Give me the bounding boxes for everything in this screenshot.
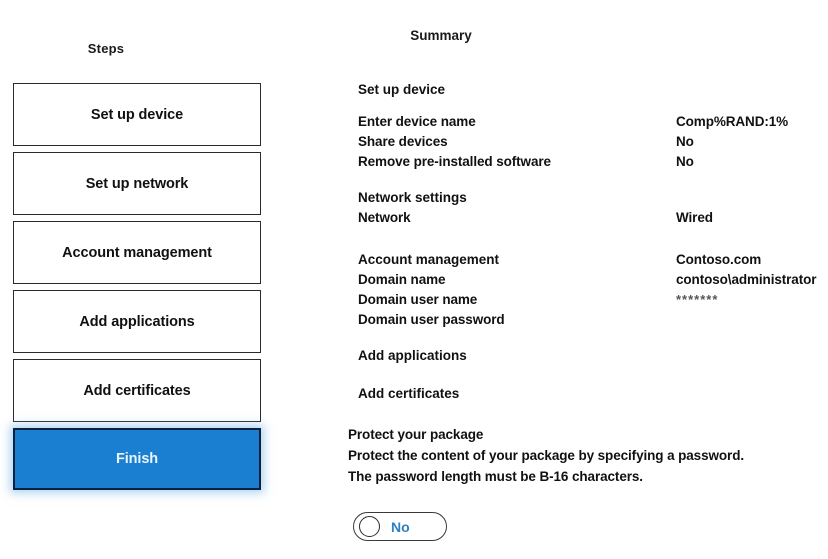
summary-row-label: Domain user name — [358, 292, 478, 307]
summary-row: Remove pre-installed software — [358, 152, 551, 172]
summary-group-heading: Network settings — [358, 188, 467, 208]
step-button-finish[interactable]: Finish — [13, 428, 261, 490]
step-label: Set up device — [90, 106, 184, 123]
summary-row-value: contoso\administrator — [676, 272, 817, 287]
summary-row-label: Share devices — [358, 134, 448, 149]
summary-row: Domain user name — [358, 290, 505, 310]
summary-group-title: Set up device — [358, 82, 446, 97]
summary-row-value-masked-password: ******* — [676, 292, 719, 307]
step-button-set-up-device[interactable]: Set up device — [13, 83, 261, 146]
summary-group-heading: Add applications — [358, 346, 467, 366]
summary-group-title: Add applications — [358, 348, 467, 363]
spacer — [358, 100, 551, 112]
summary-values-column: Contoso.com contoso\administrator ******… — [676, 250, 817, 310]
summary-row: Network — [358, 208, 467, 228]
protect-package-description-line-1: Protect the content of your package by s… — [348, 448, 744, 463]
summary-group-title: Add certificates — [358, 386, 460, 401]
toggle-knob-icon[interactable] — [359, 516, 380, 537]
step-label: Account management — [62, 244, 212, 261]
summary-group-set-up-device: Set up device Enter device name Share de… — [358, 80, 788, 172]
summary-group-heading: Add certificates — [358, 384, 459, 404]
summary-group-add-certificates: Add certificates — [358, 384, 459, 404]
summary-row-value: Wired — [676, 210, 713, 225]
step-button-add-certificates[interactable]: Add certificates — [13, 359, 261, 422]
summary-group-add-applications: Add applications — [358, 346, 467, 366]
summary-heading: Summary — [410, 28, 472, 43]
summary-row-value: Contoso.com — [676, 252, 762, 267]
summary-row: Share devices — [358, 132, 551, 152]
protect-package-description-line-2: The password length must be B-16 charact… — [348, 469, 643, 484]
steps-panel: Steps Set up device Set up network Accou… — [0, 0, 300, 559]
toggle-value-label: No — [391, 518, 410, 535]
summary-group-network-settings: Network settings Network Wired — [358, 188, 713, 228]
summary-row-value: No — [676, 154, 694, 169]
step-label: Add applications — [79, 313, 195, 330]
summary-values-column: Comp%RAND:1% No No — [676, 112, 788, 172]
step-label: Finish — [115, 451, 159, 467]
steps-heading: Steps — [87, 41, 125, 56]
summary-row-value: Comp%RAND:1% — [676, 114, 789, 129]
step-button-set-up-network[interactable]: Set up network — [13, 152, 261, 215]
summary-row-label: Domain name — [358, 272, 446, 287]
summary-group-account-management: Account management Domain name Domain us… — [358, 250, 817, 330]
step-label: Add certificates — [83, 382, 191, 399]
summary-row-label: Domain user password — [358, 312, 505, 327]
summary-row-label: Enter device name — [358, 114, 476, 129]
step-button-account-management[interactable]: Account management — [13, 221, 261, 284]
summary-group-title: Account management — [358, 252, 500, 267]
summary-group-heading: Set up device — [358, 80, 551, 100]
summary-row: Domain user password — [358, 310, 505, 330]
summary-values-column: Wired — [676, 208, 713, 228]
summary-row-label: Remove pre-installed software — [358, 154, 551, 169]
summary-panel: Summary Set up device Enter device name … — [300, 0, 828, 559]
protect-package-heading: Protect your package — [348, 427, 484, 442]
protect-package-toggle[interactable]: No — [353, 512, 447, 541]
summary-group-title: Network settings — [358, 190, 467, 205]
summary-row: Enter device name — [358, 112, 551, 132]
summary-row-value: No — [676, 134, 694, 149]
protect-package-block: Protect your package Protect the content… — [348, 424, 744, 487]
steps-list: Set up device Set up network Account man… — [13, 83, 261, 496]
step-button-add-applications[interactable]: Add applications — [13, 290, 261, 353]
summary-row: Domain name — [358, 270, 505, 290]
summary-group-heading: Account management — [358, 250, 505, 270]
summary-row-label: Network — [358, 210, 411, 225]
step-label: Set up network — [85, 175, 189, 192]
